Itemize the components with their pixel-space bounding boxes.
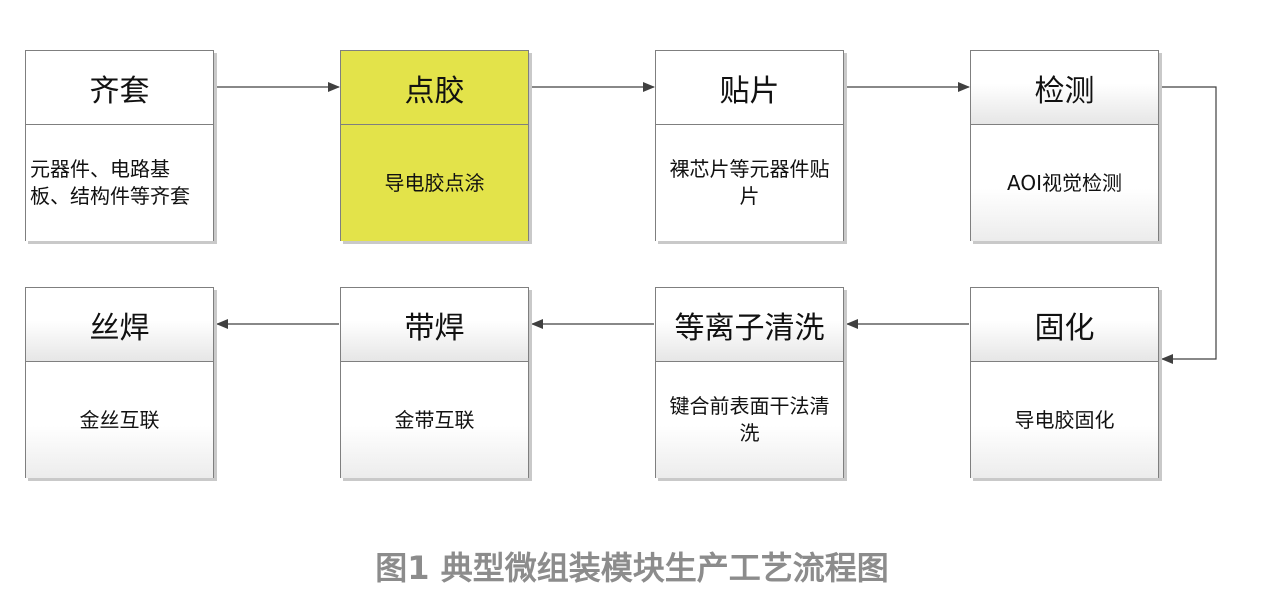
step-jiance: 检测 AOI视觉检测 [970,50,1159,241]
step-title: 检测 [971,51,1158,125]
arrow-jiance-to-guhua [1160,86,1217,364]
step-guhua: 固化 导电胶固化 [970,287,1159,478]
step-description: 裸芯片等元器件贴片 [656,125,843,241]
step-title: 贴片 [656,51,843,125]
step-dianjiao: 点胶 导电胶点涂 [340,50,529,241]
figure-caption: 图1 典型微组装模块生产工艺流程图 [375,549,889,587]
step-description: 导电胶点涂 [341,125,528,241]
step-title: 丝焊 [26,288,213,362]
step-title: 等离子清洗 [656,288,843,362]
step-title: 带焊 [341,288,528,362]
step-sihan: 丝焊 金丝互联 [25,287,214,478]
step-daihan: 带焊 金带互联 [340,287,529,478]
step-title: 固化 [971,288,1158,362]
step-title: 齐套 [26,51,213,125]
step-title: 点胶 [341,51,528,125]
step-description: 金带互联 [341,362,528,478]
step-description: 元器件、电路基板、结构件等齐套 [26,125,213,241]
step-description: 键合前表面干法清洗 [656,362,843,478]
step-description: 金丝互联 [26,362,213,478]
step-tiepian: 贴片 裸芯片等元器件贴片 [655,50,844,241]
step-qitao: 齐套 元器件、电路基板、结构件等齐套 [25,50,214,241]
step-description: 导电胶固化 [971,362,1158,478]
step-dengliziqingxi: 等离子清洗 键合前表面干法清洗 [655,287,844,478]
step-description: AOI视觉检测 [971,125,1158,241]
